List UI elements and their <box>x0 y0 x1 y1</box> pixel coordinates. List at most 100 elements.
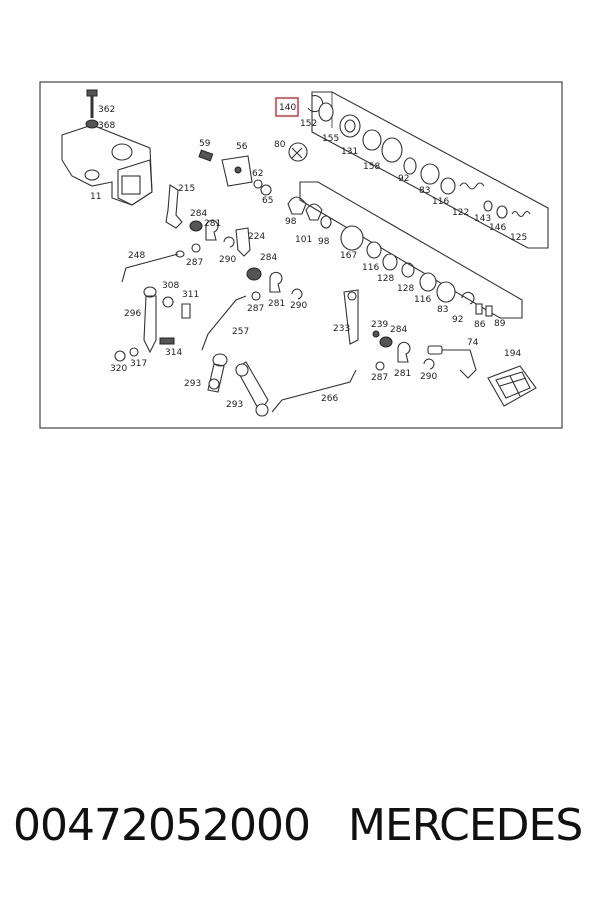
clip-part-290b <box>291 288 303 300</box>
callout-label-158: 158 <box>363 162 380 172</box>
callout-label-320: 320 <box>110 364 127 374</box>
callout-label-362: 362 <box>98 105 115 115</box>
callout-label-284a: 284 <box>190 209 207 219</box>
callout-label-284c: 284 <box>390 325 407 335</box>
callout-label-62: 62 <box>252 169 263 179</box>
callout-label-128a: 128 <box>377 274 394 284</box>
nut-part-320 <box>114 350 126 362</box>
callout-label-281b: 281 <box>268 299 285 309</box>
housing-part-11 <box>61 124 153 206</box>
callout-label-143: 143 <box>474 214 491 224</box>
callout-label-116c: 116 <box>414 295 431 305</box>
callout-label-116a: 116 <box>432 197 449 207</box>
callout-label-194: 194 <box>504 349 521 359</box>
lower-shaft-parts <box>287 196 493 317</box>
callout-label-281a: 281 <box>204 219 221 229</box>
clip-part-281c <box>397 341 411 363</box>
callout-label-125: 125 <box>510 233 527 243</box>
washer-part-65 <box>260 184 272 196</box>
clip-part-281b <box>269 271 283 293</box>
callout-label-368: 368 <box>98 121 115 131</box>
caption-bar: 00472052000 MERCEDES <box>0 800 600 870</box>
callout-label-167: 167 <box>340 251 357 261</box>
callout-label-98b: 98 <box>318 237 330 247</box>
callout-label-287a: 287 <box>186 258 203 268</box>
lever-part-293a <box>207 353 228 393</box>
brand-text: MERCEDES <box>348 800 583 851</box>
callout-label-101: 101 <box>295 235 312 245</box>
nut-part-62 <box>253 179 263 189</box>
washer-part-317 <box>129 347 139 357</box>
bushing-part-284 <box>189 220 203 232</box>
washer-part-368 <box>85 119 99 129</box>
clip-part-290c <box>423 358 435 370</box>
callout-label-92b: 92 <box>452 315 463 325</box>
callout-label-293b: 293 <box>226 400 243 410</box>
bolt-part-314 <box>159 337 175 345</box>
lever-part-80 <box>288 142 308 162</box>
callout-label-284b: 284 <box>260 253 277 263</box>
pin-part-59 <box>198 149 214 162</box>
callout-label-83b: 83 <box>437 305 448 315</box>
callout-label-128b: 128 <box>397 284 414 294</box>
part-number-text: 00472052000 <box>13 800 311 851</box>
callout-label-224: 224 <box>248 232 265 242</box>
callout-label-89: 89 <box>494 319 506 329</box>
upper-shaft-parts <box>318 102 531 219</box>
lever-part-296 <box>143 286 157 354</box>
callout-label-233: 233 <box>333 324 350 334</box>
callout-label-83a: 83 <box>419 186 430 196</box>
bracket-part-233 <box>343 289 359 345</box>
callout-label-152: 152 <box>300 119 317 129</box>
callout-label-155: 155 <box>322 134 339 144</box>
callout-label-317: 317 <box>130 359 147 369</box>
callout-label-116b: 116 <box>362 263 379 273</box>
callout-label-290b: 290 <box>290 301 307 311</box>
pin-part-239 <box>372 330 380 338</box>
rod-part-266 <box>271 369 357 413</box>
callout-label-98a: 98 <box>285 217 297 227</box>
bushing-part-284b <box>246 267 262 281</box>
clip-part-311 <box>181 303 191 319</box>
shift-lever-part-74 <box>427 345 477 379</box>
nut-part-287c <box>375 361 385 371</box>
callout-label-287c: 287 <box>371 373 388 383</box>
callout-label-290c: 290 <box>420 372 437 382</box>
callout-label-287b: 287 <box>247 304 264 314</box>
callout-label-92a: 92 <box>398 174 409 184</box>
shaft-panel-lower <box>299 181 523 319</box>
callout-label-122: 122 <box>452 208 469 218</box>
bracket-part-224 <box>235 227 251 257</box>
callout-label-293a: 293 <box>184 379 201 389</box>
callout-label-131: 131 <box>341 147 358 157</box>
callout-label-56: 56 <box>236 142 248 152</box>
nut-part-287b <box>251 291 261 301</box>
callout-label-140: 140 <box>279 103 296 113</box>
callout-label-80: 80 <box>274 140 286 150</box>
callout-label-296: 296 <box>124 309 141 319</box>
callout-label-308: 308 <box>162 281 179 291</box>
callout-label-257: 257 <box>232 327 249 337</box>
bushing-part-284c <box>379 336 393 348</box>
callout-label-314: 314 <box>165 348 182 358</box>
exploded-view-drawing: 3623681159566265801401521551311589283116… <box>39 81 563 429</box>
clip-part-281 <box>205 219 219 241</box>
bracket-part-56 <box>221 155 253 187</box>
callout-label-248: 248 <box>128 251 145 261</box>
callout-label-146: 146 <box>489 223 506 233</box>
callout-label-11: 11 <box>90 192 101 202</box>
bolt-part-362 <box>86 89 98 118</box>
nut-part-287a <box>191 243 201 253</box>
bushing-part-308 <box>162 296 174 308</box>
callout-label-86: 86 <box>474 320 486 330</box>
callout-label-74: 74 <box>467 338 479 348</box>
callout-label-239: 239 <box>371 320 388 330</box>
diagram-border <box>39 81 563 429</box>
gate-plate-part-194 <box>487 365 537 407</box>
callout-label-215: 215 <box>178 184 195 194</box>
callout-label-59: 59 <box>199 139 211 149</box>
callout-label-311: 311 <box>182 290 199 300</box>
callout-label-65: 65 <box>262 196 273 206</box>
